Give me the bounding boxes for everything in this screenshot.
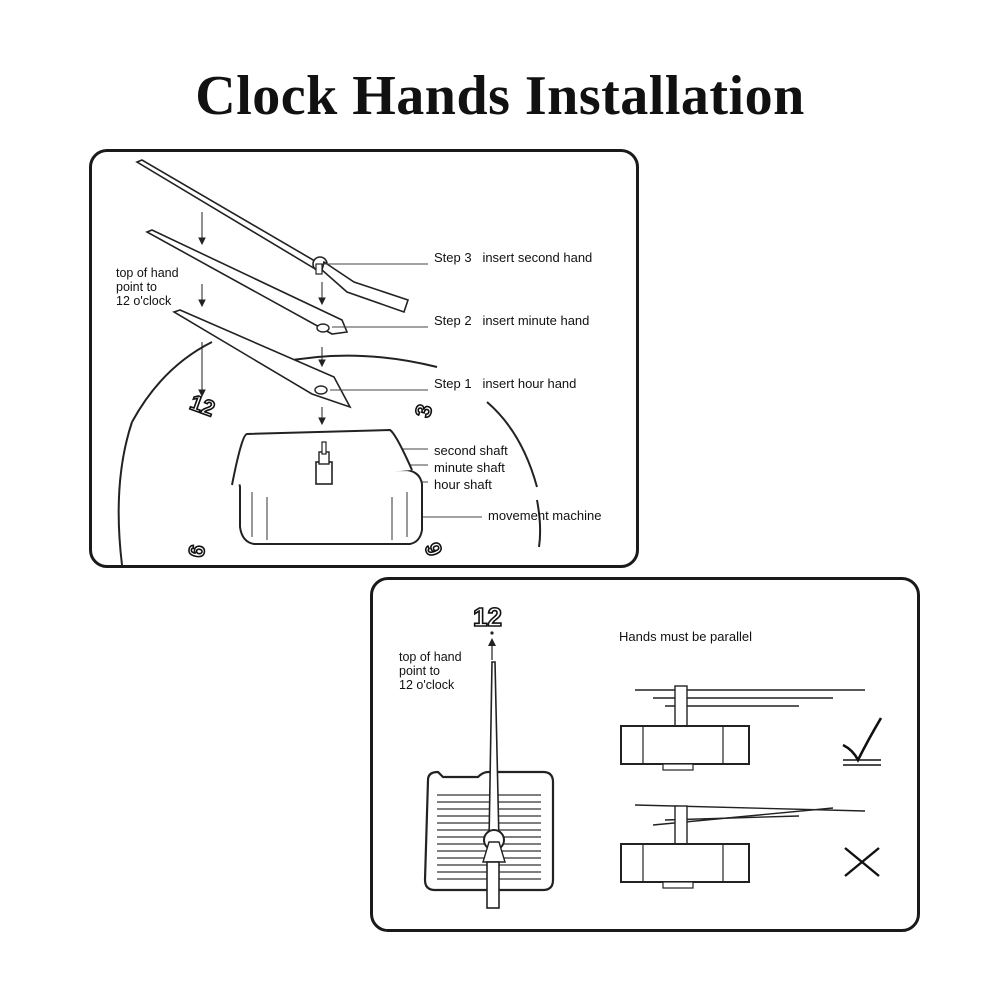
clock-face-outline-top <box>281 354 438 368</box>
check-icon <box>842 717 883 766</box>
step-2-label: Step 2 insert minute hand <box>434 314 589 327</box>
step-2-text: insert minute hand <box>482 313 590 328</box>
clock-face-outline-right-low <box>536 499 542 548</box>
hands-alignment-diagram <box>423 631 883 909</box>
step-1-text: insert hour hand <box>482 376 577 391</box>
minute-hand <box>145 229 349 335</box>
clock-face-outline-left <box>117 421 133 565</box>
step-3-number: Step 3 <box>434 250 472 265</box>
hour-hand <box>172 309 352 409</box>
step-3-text: insert second hand <box>482 250 593 265</box>
step-3-label: Step 3 insert second hand <box>434 251 592 264</box>
parallel-hands-correct <box>620 685 865 771</box>
movement-machine <box>231 428 423 545</box>
page-title: Clock Hands Installation <box>195 65 805 127</box>
second-shaft-label: second shaft <box>434 443 508 458</box>
non-parallel-hands-incorrect <box>620 804 866 889</box>
installation-steps-diagram <box>117 159 542 565</box>
parallel-hands-label: Hands must be parallel <box>619 629 752 644</box>
step-1-label: Step 1 insert hour hand <box>434 377 576 390</box>
installation-steps-panel: 12 3 6 9 top of hand point to 12 o'clock… <box>89 149 639 568</box>
twelve-marker: 12 <box>472 602 503 632</box>
minute-shaft-label: minute shaft <box>434 460 505 475</box>
hour-shaft-label: hour shaft <box>434 477 492 492</box>
cross-icon <box>844 847 880 877</box>
hand-orientation-note: top of hand point to 12 o'clock <box>116 266 179 308</box>
movement-front-view <box>423 631 555 909</box>
step-1-number: Step 1 <box>434 376 472 391</box>
clock-face-outline-right <box>486 401 538 488</box>
movement-machine-label: movement machine <box>488 508 602 523</box>
hand-orientation-note-2: top of hand point to 12 o'clock <box>399 650 462 692</box>
second-hand <box>135 159 410 314</box>
step-2-number: Step 2 <box>434 313 472 328</box>
hands-alignment-panel: 12 top of hand point to 12 o'clock Hands… <box>370 577 920 932</box>
guide-arrows <box>198 212 326 426</box>
